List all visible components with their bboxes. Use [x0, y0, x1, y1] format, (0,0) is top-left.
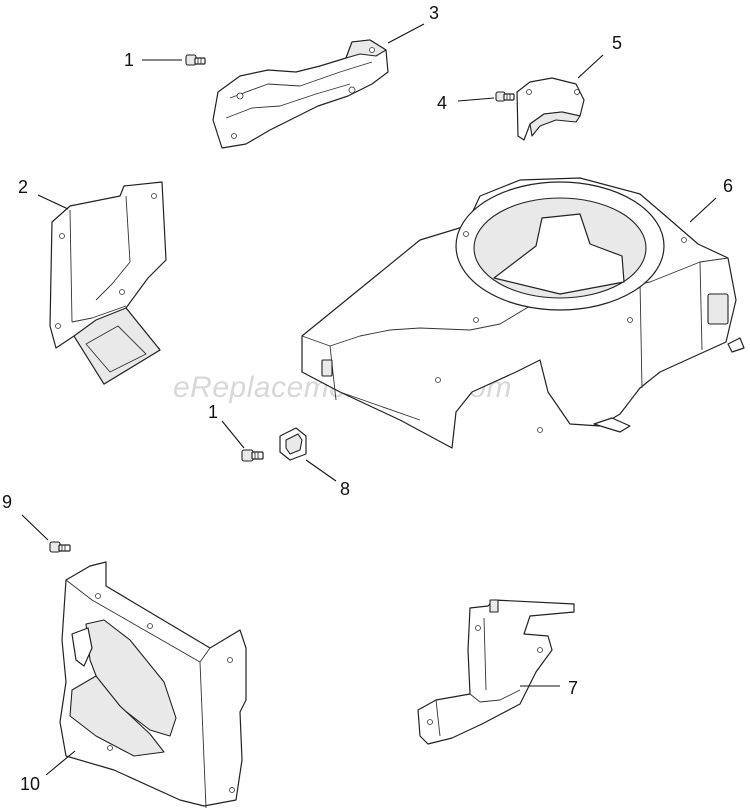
callout-3: 3: [429, 3, 439, 23]
callout-1-middle: 1: [208, 402, 218, 422]
leader-1-middle: [221, 420, 245, 449]
leader-8: [305, 459, 337, 482]
callout-6: 6: [723, 176, 733, 196]
leader-9: [21, 514, 49, 541]
callout-4: 4: [437, 93, 447, 113]
callout-1-top: 1: [124, 50, 134, 70]
leader-2: [37, 194, 69, 210]
part-2-shield: [49, 181, 167, 385]
leader-3: [387, 23, 425, 44]
leader-4: [457, 97, 495, 102]
callout-5: 5: [612, 33, 622, 53]
leader-10: [45, 750, 76, 776]
part-7-side-bracket: [417, 599, 575, 745]
part-4-screw: [495, 91, 515, 102]
leader-6: [689, 197, 717, 223]
callout-7: 7: [568, 678, 578, 698]
part-5-baffle: [516, 77, 585, 141]
part-10-shroud: [59, 561, 247, 809]
part-1-screw-middle: [241, 449, 264, 462]
part-8-grommet: [279, 427, 307, 461]
callout-10: 10: [20, 774, 40, 794]
part-9-screw: [49, 541, 71, 553]
callout-9: 9: [2, 492, 12, 512]
part-1-screw-top: [185, 54, 206, 66]
callout-8: 8: [340, 479, 350, 499]
callout-2: 2: [18, 177, 28, 197]
part-6-blower-housing: [301, 177, 745, 449]
leader-5: [577, 54, 604, 79]
part-3-bracket: [212, 39, 389, 149]
